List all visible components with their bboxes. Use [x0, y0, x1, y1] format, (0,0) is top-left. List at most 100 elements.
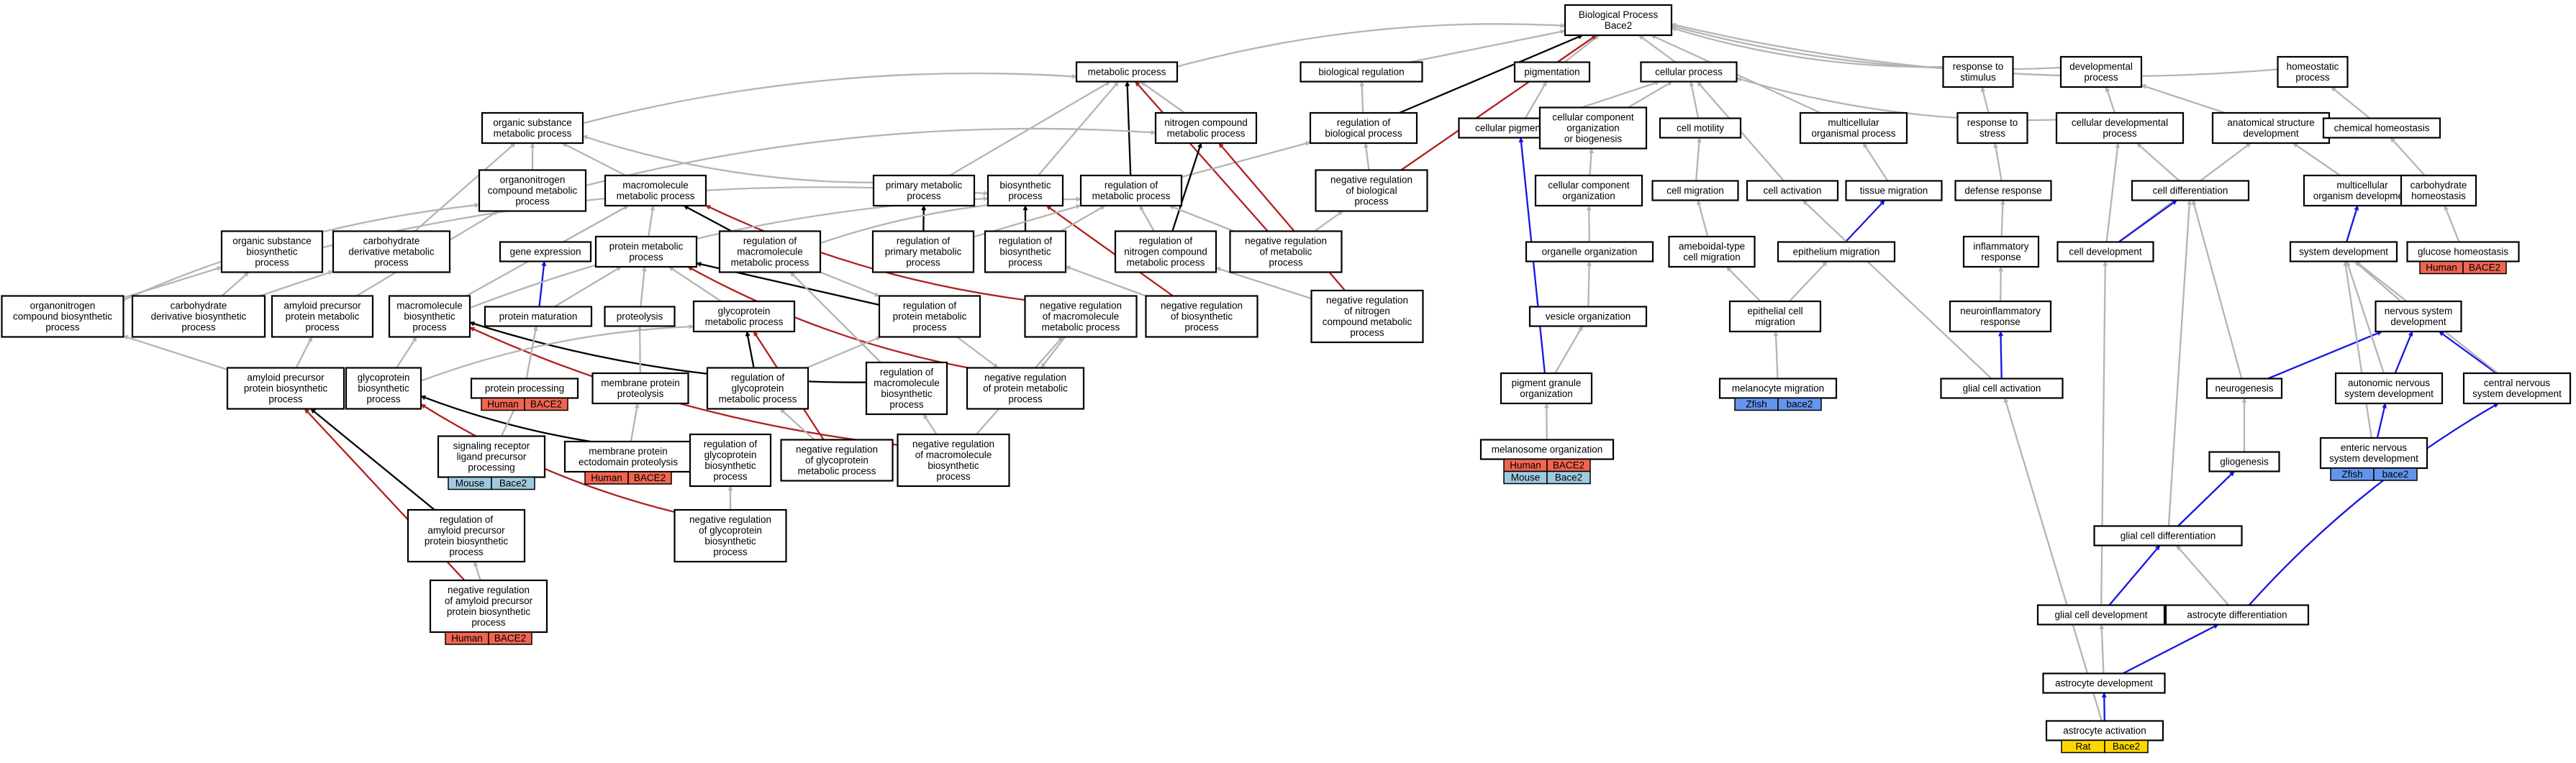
go-term-vorg[interactable]: vesicle organization: [1528, 306, 1648, 327]
go-term-epimig[interactable]: epithelium migration: [1777, 241, 1896, 262]
go-term-aact[interactable]: astrocyte activation: [2045, 720, 2164, 741]
term-box: [872, 174, 976, 207]
term-box: [674, 508, 787, 563]
go-term-ghom[interactable]: glucose homeostasis: [2406, 241, 2520, 262]
go-term-defr[interactable]: defense response: [1954, 180, 2052, 201]
go-term-rmacbp[interactable]: regulation ofmacromoleculebiosyntheticpr…: [865, 361, 948, 416]
go-term-rgpbp[interactable]: regulation ofglycoproteinbiosyntheticpro…: [689, 433, 772, 488]
go-term-gcd[interactable]: glial cell differentiation: [2093, 525, 2243, 547]
go-term-melmig[interactable]: melanocyte migration: [1718, 378, 1838, 399]
go-term-cact[interactable]: cell activation: [1746, 180, 1839, 201]
go-term-cp[interactable]: cellular process: [1640, 61, 1738, 83]
edge-is-a: [123, 266, 222, 298]
go-term-adiff[interactable]: astrocyte differentiation: [2164, 604, 2310, 626]
go-term-ge[interactable]: gene expression: [499, 241, 592, 262]
go-term-cmot[interactable]: cell motility: [1659, 117, 1742, 139]
go-term-tmig[interactable]: tissue migration: [1845, 180, 1943, 201]
go-term-cdev[interactable]: cell development: [2056, 241, 2154, 262]
go-term-pproc[interactable]: protein processing: [470, 378, 579, 399]
term-label-line: protein metabolic: [286, 311, 360, 322]
term-label-line: biological regulation: [1318, 67, 1404, 78]
go-term-breg[interactable]: biological regulation: [1300, 61, 1423, 83]
term-box: [1154, 111, 1258, 145]
go-term-prot[interactable]: proteolysis: [604, 306, 676, 327]
go-term-pmat[interactable]: protein maturation: [484, 306, 593, 327]
go-term-gcdev[interactable]: glial cell development: [2036, 604, 2166, 626]
go-term-pig[interactable]: pigmentation: [1513, 61, 1591, 83]
go-term-ngen[interactable]: neurogenesis: [2205, 378, 2283, 399]
go-term-sysdev[interactable]: system development: [2289, 241, 2398, 262]
go-term-gca[interactable]: glial cell activation: [1940, 378, 2064, 399]
go-term-adev[interactable]: astrocyte development: [2042, 672, 2166, 694]
go-term-melorg[interactable]: melanosome organization: [1479, 439, 1615, 460]
go-term-glio[interactable]: gliogenesis: [2208, 451, 2280, 472]
term-label-line: metabolic process: [1092, 191, 1171, 201]
go-term-chh[interactable]: chemical homeostasis: [2322, 117, 2441, 139]
go-term-oorg[interactable]: organelle organization: [1525, 241, 1654, 262]
go-term-mp[interactable]: metabolic process: [1075, 61, 1179, 83]
go-term-cdiff[interactable]: cell differentiation: [2131, 180, 2250, 201]
term-label-line: compound biosynthetic: [13, 311, 112, 322]
term-label-line: inflammatory: [1973, 241, 2029, 252]
go-term-cmig[interactable]: cell migration: [1651, 180, 1739, 201]
